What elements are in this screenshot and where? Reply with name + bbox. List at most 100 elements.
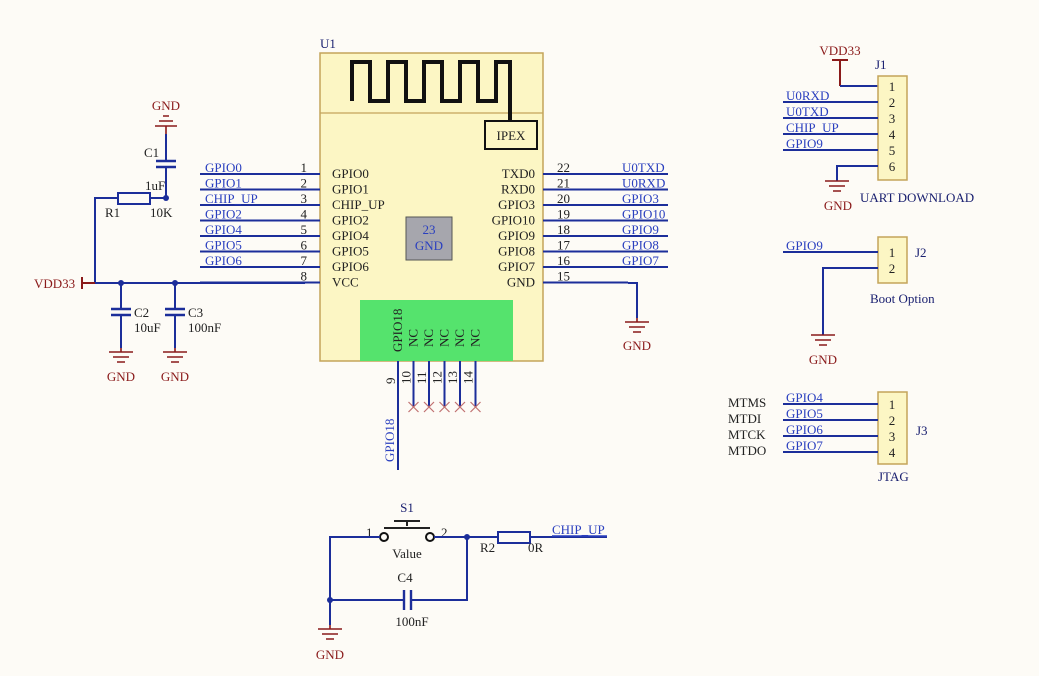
s1-pin1: 1 (366, 525, 373, 540)
pin-number: 22 (557, 160, 570, 175)
pin-name: NC (421, 329, 436, 347)
pin-number: 12 (430, 371, 445, 384)
s1-left-wire (329, 536, 380, 625)
j2-title: Boot Option (870, 291, 935, 306)
s1-contact-right (425, 532, 435, 542)
pin-name: GPIO6 (332, 259, 369, 274)
pin-name: GPIO5 (332, 244, 369, 259)
pin-number: 6 (889, 159, 896, 174)
j2-ref: J2 (915, 245, 927, 260)
antenna-trace (350, 60, 512, 121)
pin-name: GPIO9 (498, 228, 535, 243)
j1-body (877, 75, 908, 181)
net-label: CHIP_UP (205, 191, 258, 206)
gnd-label: GND (623, 338, 651, 353)
net-label: CHIP_UP (786, 120, 839, 135)
net-label: U0TXD (786, 104, 829, 119)
net-label: GPIO2 (205, 207, 242, 222)
pin-number: 15 (557, 269, 570, 284)
s1-button (384, 520, 430, 529)
j3-ref: J3 (916, 423, 928, 438)
pin-number: 1 (889, 397, 896, 412)
no-connect-mark (454, 401, 466, 413)
vdd33-symbol (832, 59, 848, 86)
net-label: GPIO3 (622, 191, 659, 206)
pin-number: 4 (889, 127, 896, 142)
vdd33-label: VDD33 (819, 43, 860, 58)
pin-name: GND (507, 275, 535, 290)
no-connect-mark (470, 401, 481, 413)
no-connect-mark (423, 401, 435, 413)
s1-ref: S1 (400, 500, 414, 515)
net-label: U0TXD (622, 160, 665, 175)
s1-pin2: 2 (441, 525, 448, 540)
r1-value: 10K (150, 205, 173, 220)
ipex-connector (484, 120, 538, 150)
pin-number: 18 (557, 222, 570, 237)
pin-name: GPIO2 (332, 213, 369, 228)
pin-name: TXD0 (502, 166, 535, 181)
gnd-label: GND (161, 369, 189, 384)
gnd-pad-number: 23 (423, 222, 436, 237)
pin-number: 2 (889, 261, 896, 276)
c2-capacitor (111, 307, 131, 317)
net-label: GPIO7 (786, 438, 823, 453)
pin-name: RXD0 (501, 182, 535, 197)
net-label: GPIO6 (205, 253, 242, 268)
vdd33-symbol (81, 277, 95, 289)
pin-name: GPIO10 (492, 213, 535, 228)
signal-label: MTCK (728, 427, 766, 442)
pin-name: GPIO18 (390, 309, 405, 352)
pin-number: 1 (889, 245, 896, 260)
j1-pin6-wire (836, 165, 878, 181)
pin-number: 4 (301, 207, 308, 222)
net-label: GPIO5 (205, 238, 242, 253)
c4-wires (330, 537, 468, 601)
pin-name: GPIO0 (332, 166, 369, 181)
pin-number: 7 (301, 253, 308, 268)
c1-ref: C1 (144, 145, 159, 160)
c4-value: 100nF (395, 614, 428, 629)
s1-contact-left (379, 532, 389, 542)
no-connect-mark (439, 401, 450, 413)
pin-name: GPIO3 (498, 197, 535, 212)
gnd-label: GND (316, 647, 344, 662)
vdd33-label: VDD33 (34, 276, 75, 291)
gnd-symbol (825, 180, 849, 192)
pin-name: NC (406, 329, 421, 347)
r1-ref: R1 (105, 205, 120, 220)
r2-ref: R2 (480, 540, 495, 555)
pin-number: 19 (557, 207, 570, 222)
j2-body (877, 236, 908, 284)
gpio18-green-area (360, 300, 513, 361)
gnd-symbol (625, 318, 649, 333)
signal-label: MTDI (728, 411, 761, 426)
r2-resistor (497, 531, 531, 544)
gpio18-net-label: GPIO18 (382, 419, 397, 462)
gnd-label: GND (809, 352, 837, 367)
c1-value: 1uF (145, 178, 165, 193)
pin-number: 2 (301, 176, 308, 191)
gnd-symbol (318, 625, 342, 640)
pin-number: 13 (445, 371, 460, 384)
gnd-symbol (163, 348, 187, 363)
c2-value: 10uF (134, 320, 161, 335)
net-label: GPIO8 (622, 238, 659, 253)
c2-ref: C2 (134, 305, 149, 320)
gnd-pad-name: GND (415, 238, 443, 253)
pin-number: 20 (557, 191, 570, 206)
s1-value: Value (392, 546, 422, 561)
pin-name: CHIP_UP (332, 197, 385, 212)
c4-capacitor (402, 590, 413, 610)
pin-number: 5 (301, 222, 308, 237)
pin-number: 1 (889, 79, 896, 94)
gnd-label: GND (152, 98, 180, 113)
net-label: GPIO0 (205, 160, 242, 175)
gnd-symbol (109, 348, 133, 363)
